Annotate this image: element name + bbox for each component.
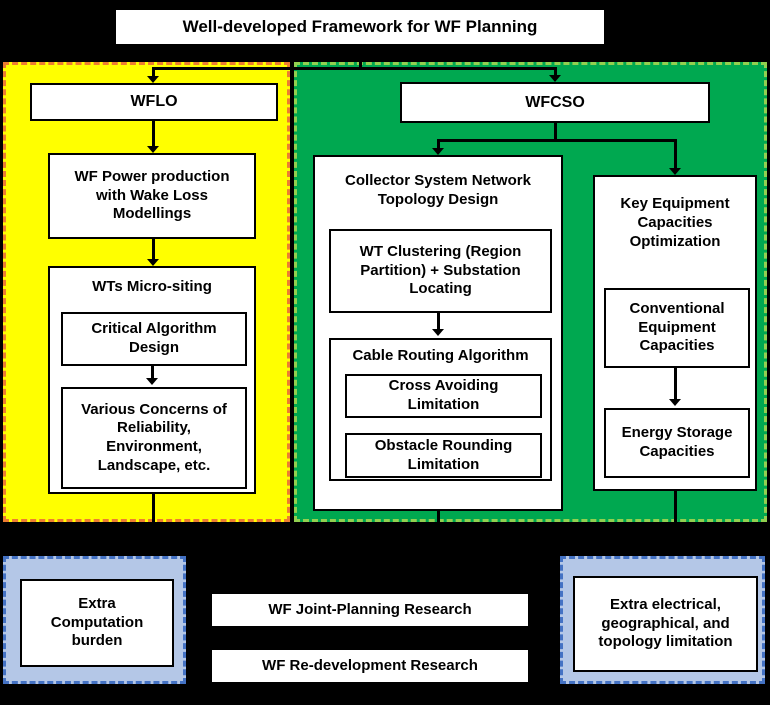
connector-top-split <box>152 67 557 70</box>
cable-routing-algorithm-label: Cable Routing Algorithm <box>352 347 529 364</box>
connector-into-collector <box>437 139 440 148</box>
extra-limitation-box: Extra electrical, geographical, and topo… <box>573 576 758 672</box>
connector-into-keyequip <box>674 139 677 168</box>
extra-computation-panel: Extra Computation burden <box>3 556 186 684</box>
collector-system-topology-label: Collector System Network Topology Design <box>345 172 531 208</box>
conventional-equipment-capacities-box: Conventional Equipment Capacities <box>604 288 750 368</box>
framework-title: Well-developed Framework for WF Planning <box>114 8 606 46</box>
arrowhead-into-wfcso-icon <box>549 75 561 82</box>
arrowhead-into-collector-icon <box>432 148 444 155</box>
connector-wfcso-branch-stem <box>554 123 557 140</box>
energy-storage-capacities-box: Energy Storage Capacities <box>604 408 750 478</box>
connector-wflo-bottom <box>152 494 155 556</box>
connector-wflo-stem <box>152 67 155 76</box>
redevelopment-research-box: WF Re-development Research <box>210 648 530 684</box>
arrowhead-into-wflo-icon <box>147 76 159 83</box>
obstacle-rounding-limitation-box: Obstacle Rounding Limitation <box>345 433 542 478</box>
arrowhead-into-cable-icon <box>432 329 444 336</box>
wt-clustering-box: WT Clustering (Region Partition) + Subst… <box>329 229 552 313</box>
arrowhead-into-keyequip-icon <box>669 168 681 175</box>
wfcso-header-box: WFCSO <box>400 82 710 123</box>
arrowhead-into-micrositing-icon <box>147 259 159 266</box>
arrowhead-into-various-icon <box>146 378 158 385</box>
wf-power-production-box: WF Power production with Wake Loss Model… <box>48 153 256 239</box>
connector-wfcso-stem <box>554 67 557 75</box>
connector-power-to-micrositing <box>152 239 155 259</box>
connector-clustering-to-cable <box>437 311 440 329</box>
various-concerns-box: Various Concerns of Reliability, Environ… <box>61 387 247 489</box>
connector-wfcso-branch <box>437 139 677 142</box>
key-equipment-capacities-label: Key Equipment Capacities Optimization <box>620 195 730 250</box>
connector-critical-to-various <box>151 364 154 378</box>
key-equipment-capacities-box: Key Equipment Capacities Optimization Co… <box>593 175 757 491</box>
connector-collector-bottom <box>437 511 440 556</box>
connector-keyequip-bottom <box>674 491 677 556</box>
arrowhead-into-storage-icon <box>669 399 681 406</box>
arrowhead-into-power-icon <box>147 146 159 153</box>
connector-title-stem <box>359 45 362 70</box>
joint-planning-research-box: WF Joint-Planning Research <box>210 592 530 628</box>
extra-limitation-panel: Extra electrical, geographical, and topo… <box>560 556 765 684</box>
extra-computation-burden-box: Extra Computation burden <box>20 579 174 667</box>
wflo-header-box: WFLO <box>30 83 278 121</box>
wts-micro-siting-label: WTs Micro-siting <box>92 278 212 295</box>
connector-wflo-to-power <box>152 121 155 146</box>
cross-avoiding-limitation-box: Cross Avoiding Limitation <box>345 374 542 418</box>
connector-conventional-to-storage <box>674 366 677 399</box>
cable-routing-algorithm-box: Cable Routing Algorithm Cross Avoiding L… <box>329 338 552 481</box>
critical-algorithm-design-box: Critical Algorithm Design <box>61 312 247 366</box>
